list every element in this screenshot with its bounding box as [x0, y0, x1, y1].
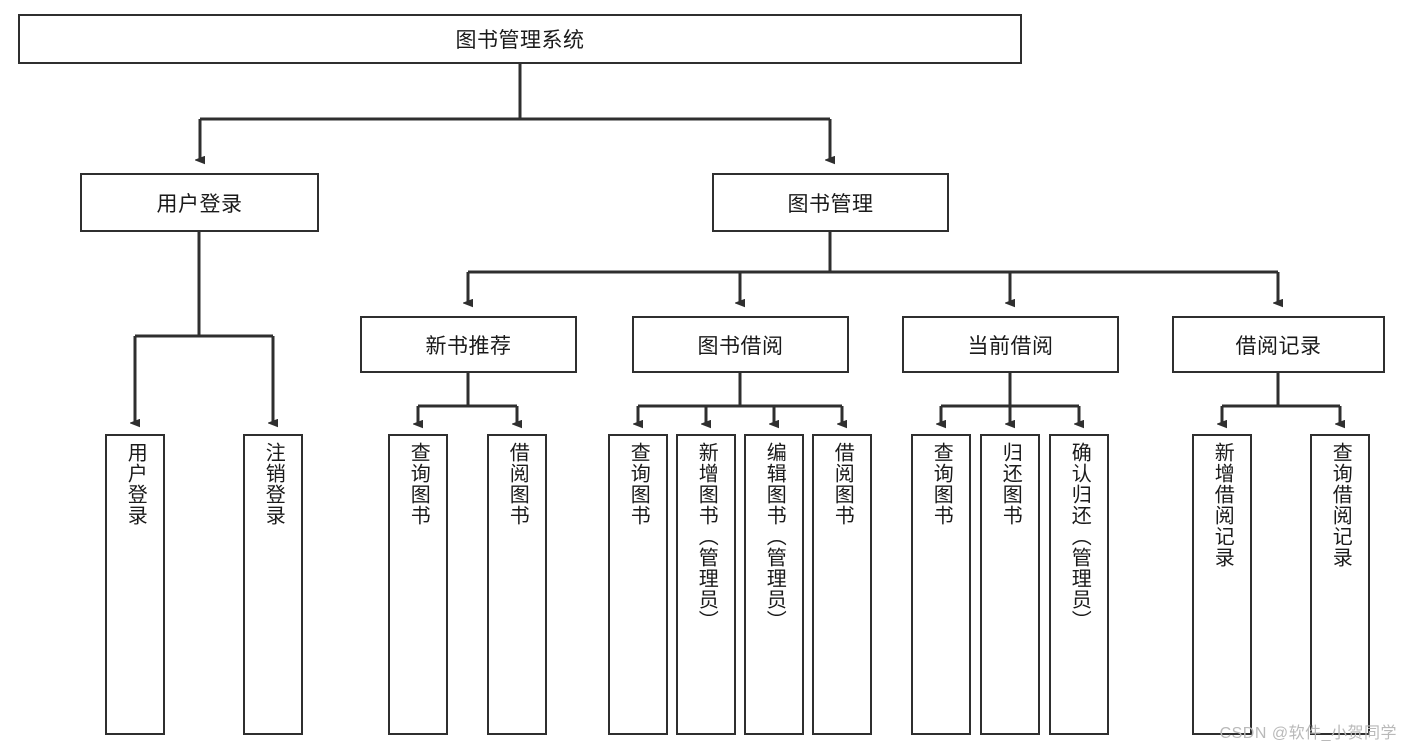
leaf-borrow-add-book-admin-label: 新增图书（管理员）	[695, 442, 718, 631]
leaf-current-query-book-label: 查询图书	[930, 442, 953, 526]
leaf-current-return-book-label: 归还图书	[999, 442, 1022, 526]
leaf-borrow-query-book-label: 查询图书	[627, 442, 650, 526]
leaf-borrow-edit-book-admin-label: 编辑图书（管理员）	[763, 442, 786, 631]
leaf-current-confirm-return-admin-label: 确认归还（管理员）	[1068, 442, 1091, 631]
leaf-borrow-edit-book-admin[interactable]: 编辑图书（管理员）	[744, 434, 804, 735]
node-user-login[interactable]: 用户登录	[80, 173, 319, 232]
node-current-borrow-label: 当前借阅	[967, 334, 1054, 358]
leaf-borrow-borrow-book[interactable]: 借阅图书	[812, 434, 872, 735]
node-new-book-recommend-label: 新书推荐	[425, 334, 512, 358]
node-user-login-label: 用户登录	[156, 192, 243, 216]
leaf-new-book-borrow[interactable]: 借阅图书	[487, 434, 547, 735]
node-book-borrow-label: 图书借阅	[697, 334, 784, 358]
node-root[interactable]: 图书管理系统	[18, 14, 1022, 64]
leaf-current-return-book[interactable]: 归还图书	[980, 434, 1040, 735]
leaf-user-login-signin[interactable]: 用户登录	[105, 434, 165, 735]
node-root-label: 图书管理系统	[455, 29, 585, 52]
node-borrow-records-label: 借阅记录	[1235, 334, 1322, 358]
leaf-records-add-record[interactable]: 新增借阅记录	[1192, 434, 1252, 735]
node-borrow-records[interactable]: 借阅记录	[1172, 316, 1385, 373]
leaf-borrow-borrow-book-label: 借阅图书	[831, 442, 854, 526]
leaf-records-query-record-label: 查询借阅记录	[1329, 442, 1352, 568]
leaf-new-book-query[interactable]: 查询图书	[388, 434, 448, 735]
leaf-user-login-signout-label: 注销登录	[262, 442, 285, 526]
leaf-new-book-query-label: 查询图书	[407, 442, 430, 526]
leaf-records-query-record[interactable]: 查询借阅记录	[1310, 434, 1370, 735]
leaf-borrow-add-book-admin[interactable]: 新增图书（管理员）	[676, 434, 736, 735]
node-current-borrow[interactable]: 当前借阅	[902, 316, 1119, 373]
leaf-records-add-record-label: 新增借阅记录	[1211, 442, 1234, 568]
watermark-text: CSDN @软件_小贺同学	[1219, 725, 1397, 742]
node-book-management[interactable]: 图书管理	[712, 173, 949, 232]
leaf-borrow-query-book[interactable]: 查询图书	[608, 434, 668, 735]
node-book-borrow[interactable]: 图书借阅	[632, 316, 849, 373]
leaf-user-login-signout[interactable]: 注销登录	[243, 434, 303, 735]
leaf-new-book-borrow-label: 借阅图书	[506, 442, 529, 526]
leaf-current-query-book[interactable]: 查询图书	[911, 434, 971, 735]
leaf-user-login-signin-label: 用户登录	[124, 442, 147, 526]
node-book-management-label: 图书管理	[787, 192, 874, 216]
node-new-book-recommend[interactable]: 新书推荐	[360, 316, 577, 373]
leaf-current-confirm-return-admin[interactable]: 确认归还（管理员）	[1049, 434, 1109, 735]
